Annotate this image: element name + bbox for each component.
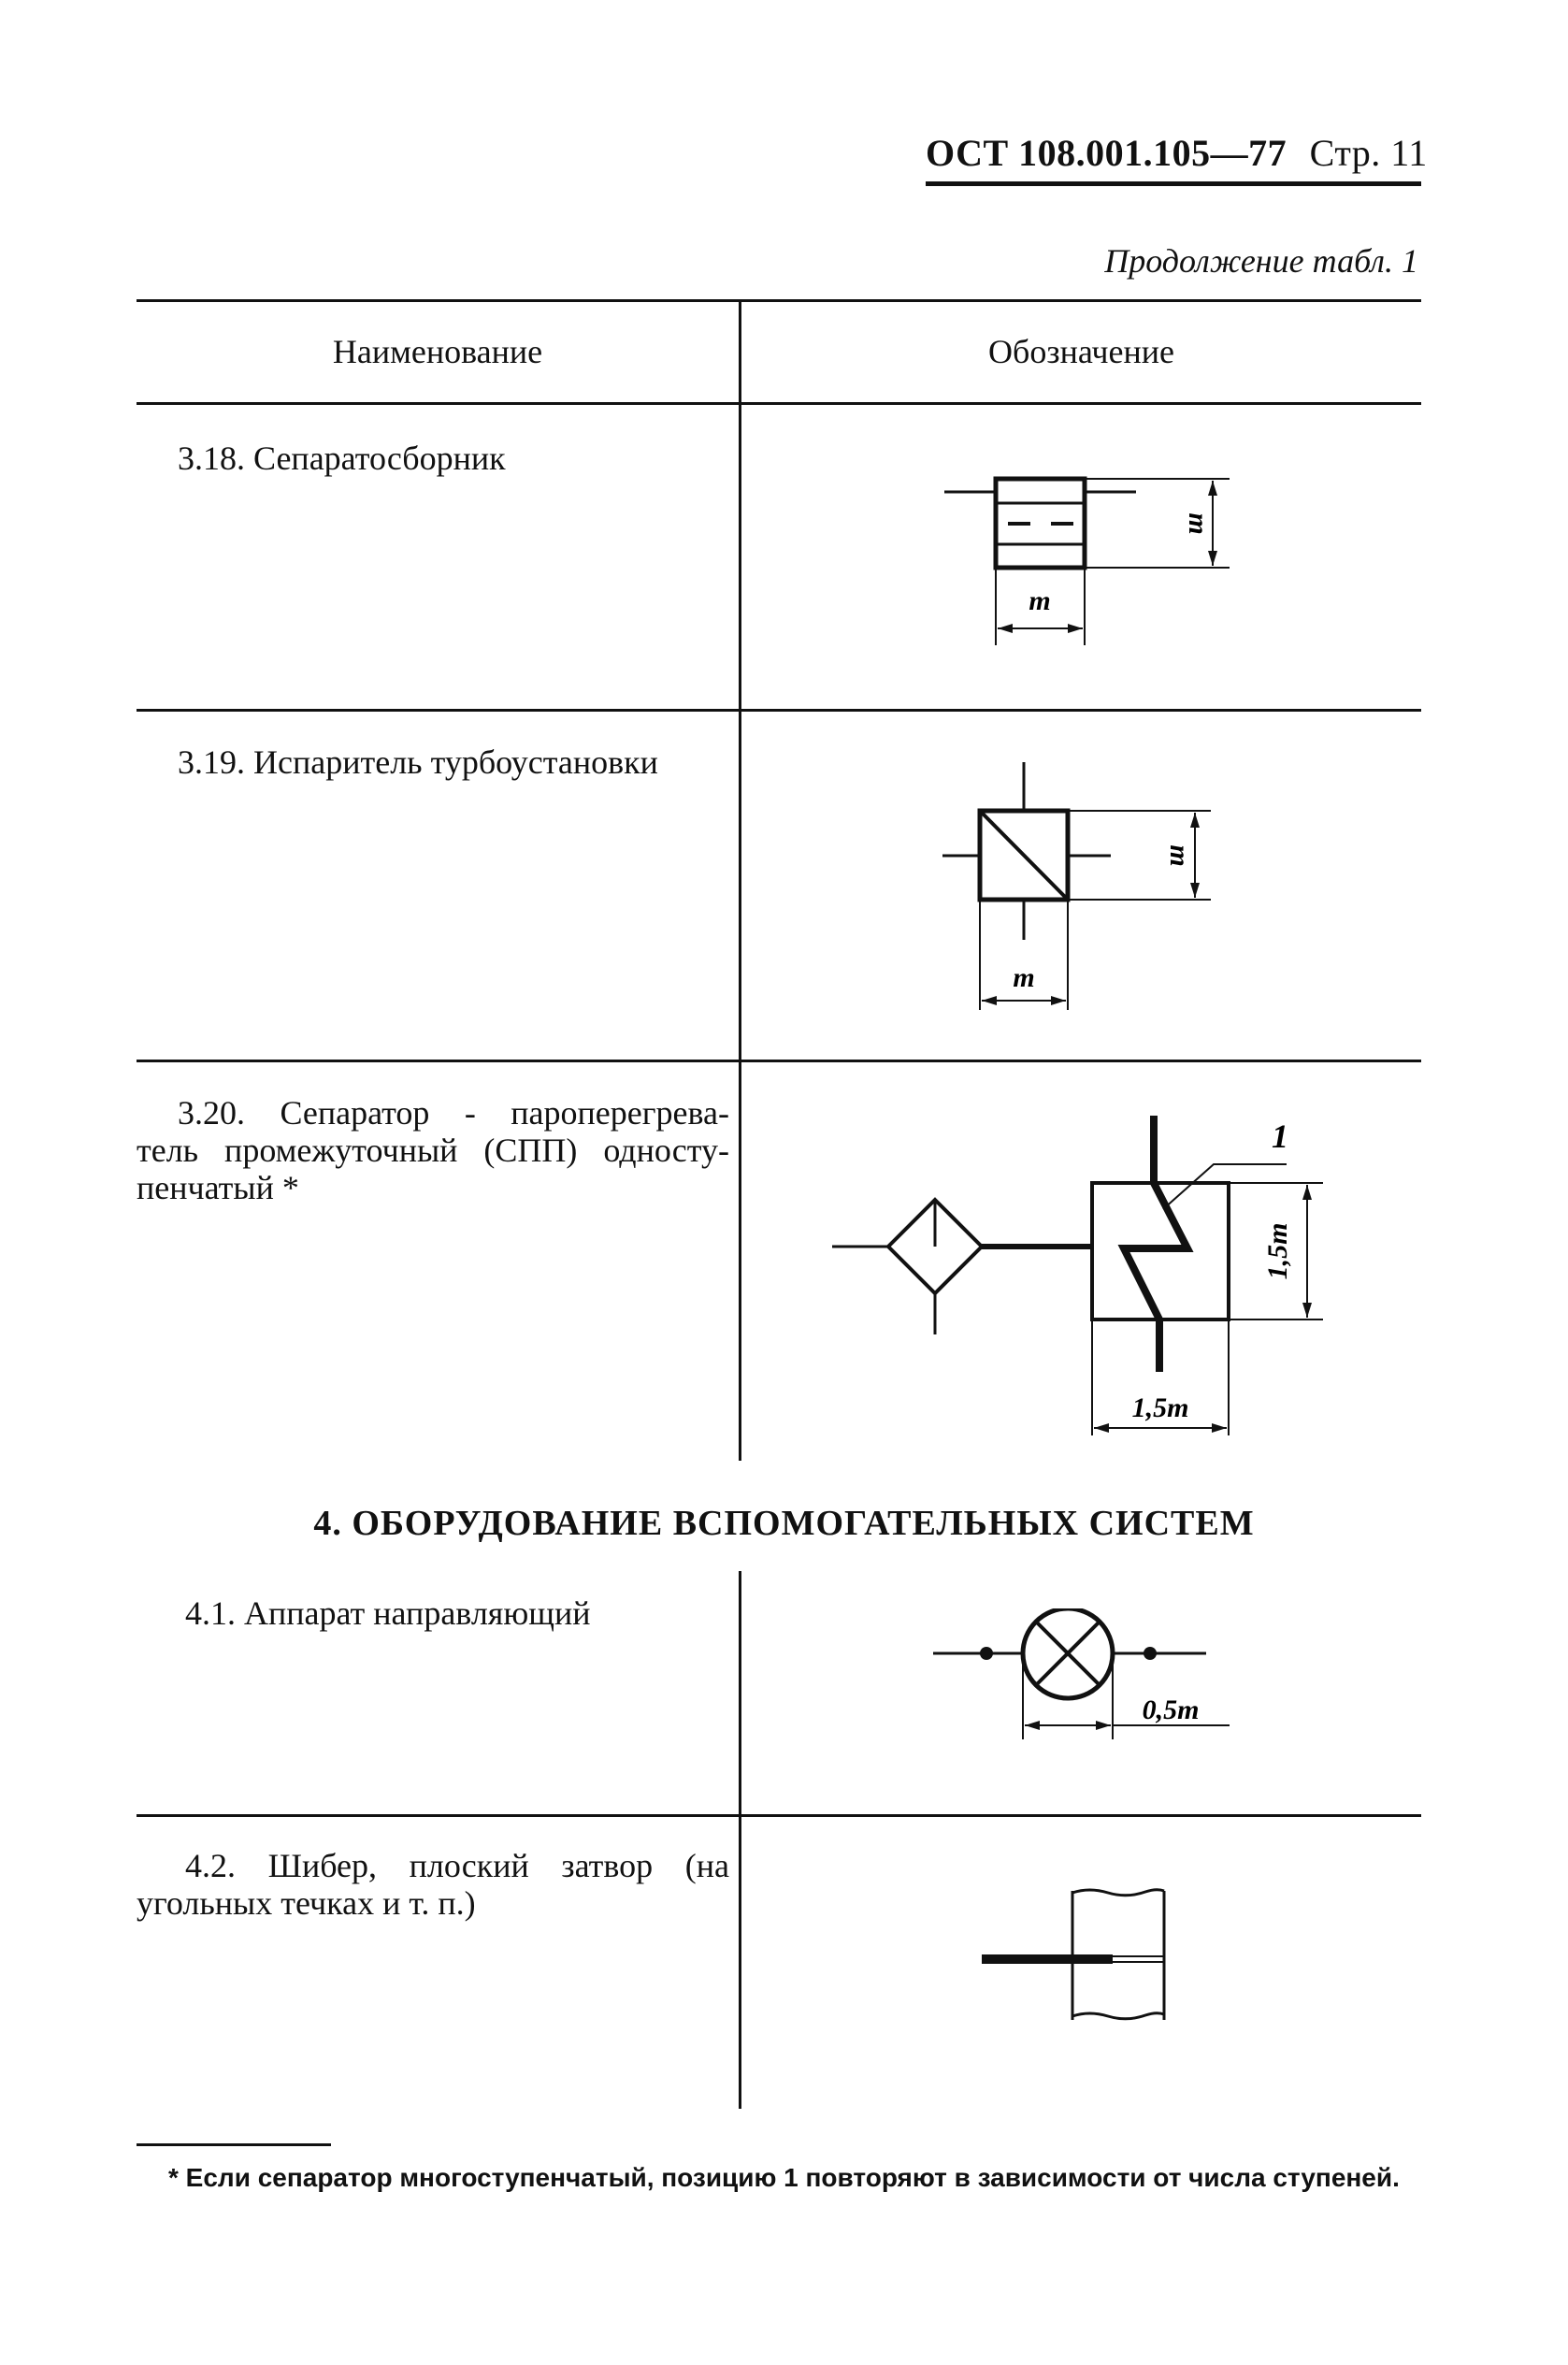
row-3-20-name: 3.20. Сепаратор - пароперегрева- тель пр…	[137, 1094, 729, 1206]
row-3-18-border	[137, 709, 1421, 712]
row-3-20-dim-horizontal: 1,5m	[1132, 1392, 1189, 1423]
row-3-18-dim-vertical: m	[1183, 512, 1214, 534]
footnote-separator	[137, 2143, 331, 2146]
footnote: * Если сепаратор многоступенчатый, позиц…	[168, 2163, 1400, 2192]
row-3-19-dim-horizontal: m	[1013, 962, 1034, 993]
row-4-1-name: 4.1. Аппарат направляющий	[185, 1594, 591, 1632]
row-4-1-dim: 0,5m	[1143, 1694, 1200, 1725]
row-4-2-line-1: 4.2. Шибер, плоский затвор (на	[185, 1847, 729, 1884]
row-3-20-line-2: тель промежуточный (СПП) односту-	[137, 1132, 729, 1169]
row-3-20-dim-vertical: 1,5m	[1262, 1223, 1293, 1280]
column-header-name: Наименование	[332, 333, 543, 370]
table-column-divider	[739, 301, 741, 1461]
row-3-18-name: 3.18. Сепаратосборник	[178, 440, 506, 477]
column-header-symbol: Обозначение	[988, 333, 1174, 370]
document-header: ОСТ 108.001.105—77 Стр. 11	[926, 131, 1428, 175]
header-bottom-border	[137, 402, 1421, 405]
row-4-2-line-2: угольных течках и т. п.)	[137, 1884, 476, 1922]
row-3-19-border	[137, 1060, 1421, 1062]
evaporator-symbol: m m	[942, 762, 1211, 1010]
separator-superheater-symbol: 1 1,5m 1,5m	[832, 1116, 1323, 1435]
section-4-column-divider	[739, 1571, 741, 2109]
row-3-19-name: 3.19. Испаритель турбоустановки	[178, 743, 658, 781]
row-4-2-name: 4.2. Шибер, плоский затвор (на угольных …	[137, 1847, 729, 1922]
header-underline	[926, 181, 1421, 186]
row-3-18-dim-horizontal: m	[1029, 585, 1050, 616]
row-3-20-position-label: 1	[1272, 1118, 1288, 1155]
page-number: Стр. 11	[1309, 132, 1428, 174]
row-3-19-dim-vertical: m	[1164, 844, 1195, 866]
gate-valve-symbol	[982, 1888, 1166, 2021]
row-3-20-line-3: пенчатый *	[137, 1169, 299, 1206]
standard-number: ОСТ 108.001.105—77	[926, 132, 1287, 174]
separator-collector-symbol: m m	[944, 476, 1230, 645]
section-4-title: 4. ОБОРУДОВАНИЕ ВСПОМОГАТЕЛЬНЫХ СИСТЕМ	[313, 1504, 1255, 1543]
table-top-border	[137, 299, 1421, 302]
row-4-1-border	[137, 1814, 1421, 1817]
guide-apparatus-symbol: 0,5m	[933, 1608, 1230, 1739]
row-3-20-line-1: 3.20. Сепаратор - пароперегрева-	[178, 1094, 729, 1132]
table-continuation-label: Продолжение табл. 1	[1104, 242, 1418, 280]
